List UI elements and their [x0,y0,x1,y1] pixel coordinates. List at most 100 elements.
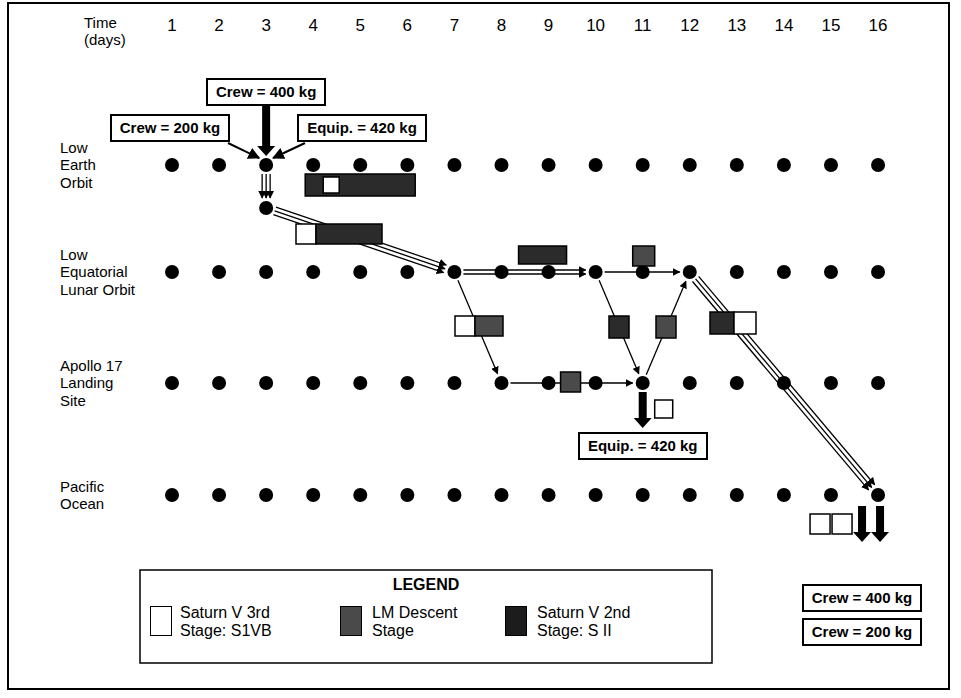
time-node-dot [683,488,697,502]
payload-text: Equip. = 420 kg [307,119,417,136]
day-number: 7 [450,16,459,36]
time-node-dot [165,158,179,172]
legend-box [140,570,712,663]
legend-title: LEGEND [393,576,460,594]
time-node-dot [165,376,179,390]
flow-arrow [463,269,585,270]
day-number: 2 [214,16,223,36]
time-node-dot [259,265,273,279]
time-node-dot [353,376,367,390]
time-node-dot [306,488,320,502]
time-node-dot [683,158,697,172]
time-node-dot [730,488,744,502]
time-node-dot [259,201,273,215]
time-node-dot [212,265,226,279]
day-number: 1 [167,16,176,36]
time-node-dot [589,265,603,279]
time-node-dot [636,265,650,279]
time-node-dot [400,265,414,279]
stage-icon [655,400,673,418]
time-node-dot [400,488,414,502]
stage-icon [656,316,676,338]
time-node-dot [871,376,885,390]
time-node-dot [683,376,697,390]
legend-swatch [505,606,527,636]
time-node-dot [259,488,273,502]
time-node-dot [400,376,414,390]
legend-text: Saturn V 2nd Stage: S II [537,604,647,641]
day-number: 10 [586,16,605,36]
stage-icon [305,174,415,196]
day-number: 3 [261,16,270,36]
time-node-dot [636,488,650,502]
payload-arrow [871,506,889,542]
payload-text: Crew = 400 kg [216,83,316,100]
time-node-dot [824,265,838,279]
time-node-dot [494,488,508,502]
payload-arrow [853,506,871,542]
time-node-dot [871,158,885,172]
day-number: 5 [356,16,365,36]
flow-arrow [463,273,585,274]
stage-icon [323,177,339,193]
time-node-dot [777,158,791,172]
time-node-dot [542,376,556,390]
network-group [8,3,949,689]
delivery-arrow [273,143,305,158]
time-node-dot [400,158,414,172]
time-node-dot [824,488,838,502]
time-node-dot [259,376,273,390]
time-node-dot [683,265,697,279]
day-number: 14 [774,16,793,36]
flow-arrow [269,174,270,198]
time-node-dot [165,265,179,279]
payload-box: Crew = 400 kg [802,584,922,612]
time-node-dot [447,265,461,279]
time-node-dot [353,488,367,502]
day-number: 8 [497,16,506,36]
time-node-dot [447,376,461,390]
stage-icon [609,316,629,338]
time-node-dot [871,488,885,502]
stage-icon [810,514,830,534]
time-node-dot [824,376,838,390]
day-number: 6 [403,16,412,36]
time-node-dot [447,158,461,172]
stage-icon [296,224,316,244]
time-node-dot [871,265,885,279]
stage-icon [734,312,756,334]
time-node-dot [306,376,320,390]
legend-swatch [150,606,172,636]
stage-icon [633,246,655,266]
time-node-dot [730,376,744,390]
payload-text: Crew = 200 kg [120,119,220,136]
payload-text: Equip. = 420 kg [588,437,698,454]
stage-icon [832,514,852,534]
time-node-dot [777,265,791,279]
time-node-dot [447,488,461,502]
stage-icon [519,246,567,264]
payload-box: Equip. = 420 kg [578,432,708,460]
payload-box: Crew = 200 kg [110,114,230,142]
time-node-dot [777,488,791,502]
flow-arrow [699,276,875,484]
day-number: 9 [544,16,553,36]
day-number: 15 [822,16,841,36]
row-label: Pacific Ocean [60,478,130,513]
row-label: Low Equatorial Lunar Orbit [60,246,155,298]
time-node-dot [824,158,838,172]
payload-box: Equip. = 420 kg [297,114,427,142]
time-node-dot [777,376,791,390]
flow-arrow [599,280,639,374]
time-node-dot [165,488,179,502]
legend-text: LM Descent Stage [372,604,472,641]
day-number: 11 [634,16,652,36]
stage-icon [475,316,503,336]
row-label: Low Earth Orbit [60,139,120,191]
flow-arrow [696,279,872,487]
time-node-dot [212,376,226,390]
day-number: 4 [308,16,317,36]
day-number: 13 [727,16,746,36]
time-node-dot [542,488,556,502]
